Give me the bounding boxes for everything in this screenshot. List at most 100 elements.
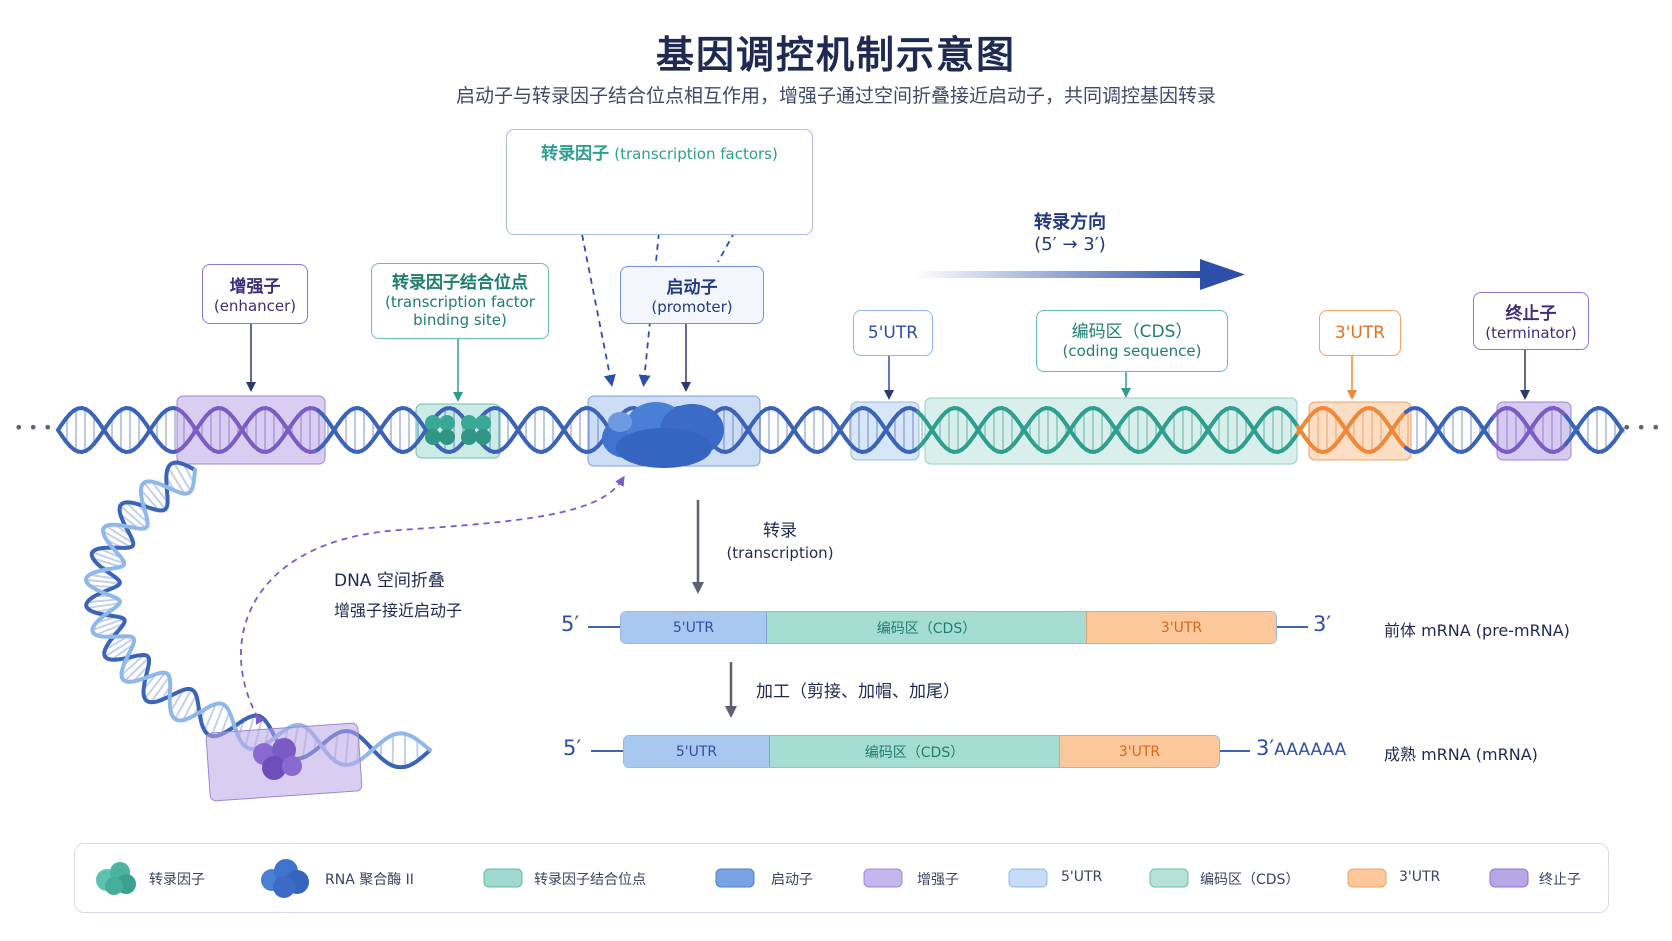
dna-double-helix bbox=[56, 406, 1625, 454]
region-highlights bbox=[176, 395, 1572, 467]
tfbs-label-cn: 转录因子结合位点 bbox=[392, 273, 528, 293]
pre-mrna-three-prime: 3′ bbox=[1313, 612, 1332, 636]
legend-tf-icon bbox=[96, 862, 136, 895]
legend-utr3-swatch bbox=[1347, 868, 1387, 888]
transcription-label-en: (transcription) bbox=[726, 544, 834, 562]
legend-label-utr5: 5'UTR bbox=[1061, 869, 1103, 885]
mature-mrna-utr5-segment: 5'UTR bbox=[624, 736, 769, 767]
legend-label-terminator: 终止子 bbox=[1539, 872, 1581, 888]
terminator-label: 终止子 (terminator) bbox=[1473, 292, 1589, 350]
utr5-label-cn: 5'UTR bbox=[867, 323, 919, 343]
loop-base-pair-rung bbox=[182, 463, 195, 484]
loop-base-pair-rung bbox=[119, 505, 147, 529]
loop-base-pair-rung bbox=[102, 530, 132, 548]
loop-base-pair-rung bbox=[144, 672, 166, 700]
legend-label-rnap: RNA 聚合酶 II bbox=[325, 872, 414, 888]
tfbs-label: 转录因子结合位点 (transcription factor binding s… bbox=[371, 263, 549, 339]
transcription-label-cn: 转录 bbox=[763, 521, 797, 541]
pre-mrna-bar: 5'UTR 编码区（CDS） 3'UTR bbox=[620, 611, 1277, 644]
tf-to-promoter-arrow-1 bbox=[579, 223, 616, 387]
looping-label: DNA 空间折叠 增强子接近启动子 bbox=[334, 566, 462, 621]
terminator-label-cn: 终止子 bbox=[1505, 304, 1557, 324]
enhancer-region bbox=[176, 395, 326, 465]
looping-label-line1: DNA 空间折叠 bbox=[334, 571, 445, 591]
cds-label-en: (coding sequence) bbox=[1062, 342, 1202, 360]
tfbs-bound-factors bbox=[425, 415, 491, 445]
legend-label-cds: 编码区（CDS） bbox=[1200, 872, 1300, 888]
mature-mrna-five-prime: 5′ bbox=[563, 736, 582, 760]
looping-arrow bbox=[240, 475, 625, 725]
legend-label-enhancer: 增强子 bbox=[917, 872, 959, 888]
loop-base-pair-rung bbox=[92, 557, 121, 568]
mature-mrna-three-prime-mark: 3′ bbox=[1256, 736, 1275, 760]
loop-base-pair-rung bbox=[169, 689, 185, 712]
utr5-label: 5'UTR bbox=[853, 310, 933, 356]
loop-base-pair-rung bbox=[220, 711, 231, 735]
legend-label-promoter: 启动子 bbox=[771, 872, 813, 888]
loop-base-pair-rung bbox=[143, 482, 167, 510]
promoter-label: 启动子 (promoter) bbox=[620, 266, 764, 324]
page-title: 基因调控机制示意图 bbox=[655, 33, 1016, 77]
direction-label-cn: 转录方向 bbox=[1034, 212, 1106, 233]
rna-polymerase-blob bbox=[602, 402, 724, 468]
pre-mrna-cds-segment: 编码区（CDS） bbox=[766, 612, 1086, 643]
loop-base-pair-rung bbox=[210, 704, 225, 737]
tf-panel-title-cn: 转录因子 bbox=[541, 144, 610, 164]
loop-base-pair-rung bbox=[203, 703, 217, 732]
legend-icons bbox=[96, 859, 1529, 898]
direction-label: 转录方向 (5′ → 3′) bbox=[990, 208, 1150, 255]
loop-base-pair-rung bbox=[124, 657, 150, 682]
loop-base-pair-rung bbox=[120, 654, 145, 676]
enhancer-label-cn: 增强子 bbox=[229, 277, 281, 297]
looping-label-line2: 增强子接近启动子 bbox=[334, 601, 463, 620]
loop-base-pair-rung bbox=[182, 694, 197, 721]
loop-base-pair-rung bbox=[174, 688, 193, 720]
utr3-label: 3'UTR bbox=[1319, 310, 1401, 356]
loop-base-pair-rung bbox=[104, 637, 135, 658]
mature-mrna-cds-segment: 编码区（CDS） bbox=[769, 736, 1059, 767]
loop-base-pair-rung bbox=[87, 602, 120, 609]
mature-mrna-three-prime: 3′AAAAAA bbox=[1256, 736, 1346, 760]
cds-label-cn: 编码区（CDS） bbox=[1071, 322, 1193, 342]
loop-base-pair-rung bbox=[92, 617, 125, 631]
pre-mrna-utr5-segment: 5'UTR bbox=[621, 612, 766, 643]
loop-base-pair-rung bbox=[167, 466, 186, 495]
loop-base-pair-rung bbox=[110, 643, 134, 661]
mature-mrna-bar: 5'UTR 编码区（CDS） 3'UTR bbox=[623, 735, 1220, 768]
poly-a-tail: AAAAAA bbox=[1274, 740, 1347, 760]
right-ellipsis: • • • bbox=[1622, 418, 1661, 437]
pre-mrna-utr3-segment: 3'UTR bbox=[1086, 612, 1276, 643]
transcription-direction-arrow bbox=[915, 259, 1245, 290]
transcription-label: 转录 (transcription) bbox=[720, 516, 840, 562]
tf-to-promoter-arrow-3 bbox=[717, 221, 741, 263]
pre-mrna-label: 前体 mRNA (pre-mRNA) bbox=[1384, 621, 1570, 640]
cds-label: 编码区（CDS） (coding sequence) bbox=[1036, 310, 1228, 372]
terminator-label-en: (terminator) bbox=[1485, 324, 1577, 342]
tf-panel: 转录因子 (transcription factors) bbox=[506, 129, 813, 235]
loop-base-pair-rung bbox=[125, 501, 149, 524]
pre-mrna-five-prime: 5′ bbox=[561, 612, 580, 636]
promoter-label-cn: 启动子 bbox=[666, 278, 718, 298]
legend-rnap-icon bbox=[261, 859, 309, 898]
direction-label-en: (5′ → 3′) bbox=[1034, 234, 1106, 255]
mature-mrna-utr3-segment: 3'UTR bbox=[1059, 736, 1219, 767]
utr3-label-cn: 3'UTR bbox=[1334, 323, 1386, 343]
legend-utr5-swatch bbox=[1008, 868, 1048, 888]
loop-base-pair-rung bbox=[391, 734, 395, 766]
legend-panel bbox=[74, 843, 1609, 913]
loop-base-pair-rung bbox=[92, 551, 125, 565]
tfbs-label-en2: binding site) bbox=[413, 311, 507, 329]
terminator-region bbox=[1496, 401, 1572, 461]
loop-base-pair-rung bbox=[87, 598, 119, 604]
loop-base-pair-rung bbox=[150, 676, 171, 703]
left-ellipsis: • • • bbox=[14, 418, 53, 437]
legend-label-tfbs: 转录因子结合位点 bbox=[534, 872, 646, 888]
legend-tfbs-swatch bbox=[483, 868, 523, 888]
legend-enhancer-swatch bbox=[863, 868, 903, 888]
loop-base-pair-rung bbox=[151, 481, 169, 503]
looped-enhancer-factors bbox=[253, 738, 302, 780]
legend-label-tf: 转录因子 bbox=[149, 872, 205, 888]
loop-base-pair-rung bbox=[89, 573, 118, 580]
loop-base-pair-rung bbox=[95, 622, 125, 636]
tfbs-label-en1: (transcription factor bbox=[385, 293, 535, 311]
